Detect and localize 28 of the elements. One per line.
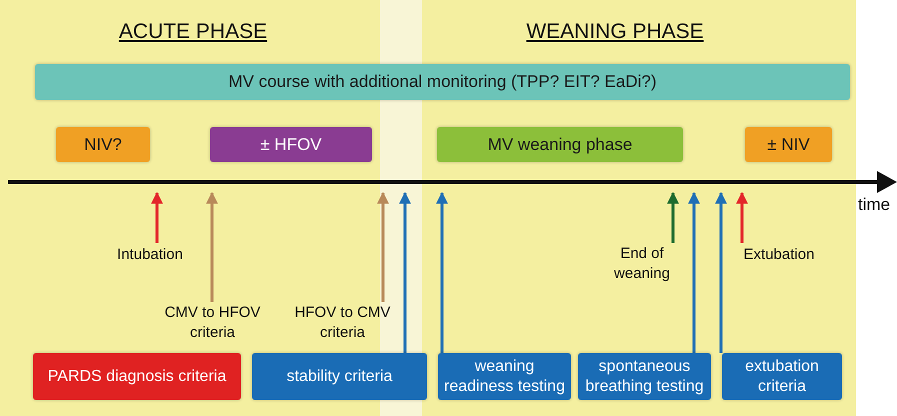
phase-heading: ACUTE PHASE <box>118 20 268 44</box>
event-label: Extubation <box>734 243 824 267</box>
criteria-label: HFOV to CMV criteria <box>290 302 395 344</box>
arrow <box>736 192 748 243</box>
axis-label: time <box>858 195 890 215</box>
phase-box: NIV? <box>56 127 150 162</box>
arrow <box>151 192 163 243</box>
criteria-box: PARDS diagnosis criteria <box>33 353 241 400</box>
monitoring-bar: MV course with additional monitoring (TPP? EIT? EaDi?) <box>35 64 850 100</box>
arrow <box>667 192 679 243</box>
criteria-box: extubation criteria <box>722 353 842 400</box>
phase-box: ± NIV <box>745 127 832 162</box>
arrow <box>715 192 727 353</box>
phase-box: MV weaning phase <box>437 127 683 162</box>
event-label: Intubation <box>100 243 200 267</box>
phase-heading: WEANING PHASE <box>525 20 705 44</box>
arrow <box>206 192 218 302</box>
arrow <box>688 192 700 353</box>
arrow <box>436 192 448 353</box>
criteria-box: weaning readiness testing <box>438 353 571 400</box>
arrow <box>399 192 411 353</box>
time-axis <box>8 171 897 193</box>
criteria-box: spontaneous breathing testing <box>578 353 711 400</box>
event-label: End of weaning <box>604 243 680 285</box>
criteria-label: CMV to HFOV criteria <box>160 302 265 344</box>
arrow <box>377 192 389 302</box>
criteria-box: stability criteria <box>252 353 427 400</box>
phase-box: ± HFOV <box>210 127 372 162</box>
